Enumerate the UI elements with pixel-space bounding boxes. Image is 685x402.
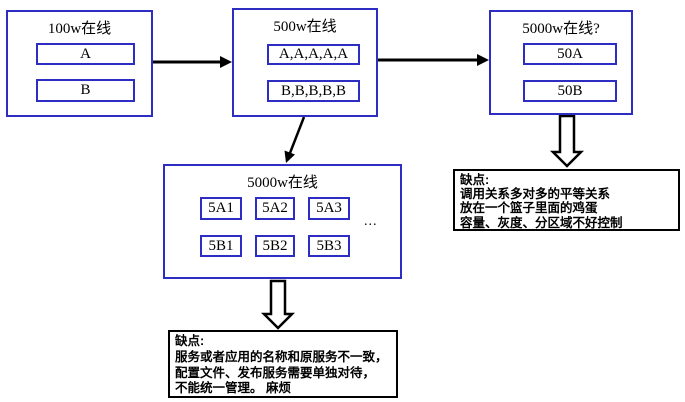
hollow-arrow-5000wq-to-note <box>549 114 585 168</box>
note-bottom-line: 配置文件、发布服务需要单独对待， <box>175 365 376 380</box>
group-box-100w: 100w在线 A B <box>6 10 153 117</box>
node-50b: 50B <box>523 80 617 102</box>
group-box-5000w: 5000w在线 5A1 5A2 5A3 5B1 5B2 5B3 ... <box>163 164 402 279</box>
arrow-500w-to-5000w-diagonal <box>284 116 306 163</box>
note-right-line: 调用关系多对多的平等关系 <box>460 187 611 202</box>
note-bottom-line: 服务或者应用的名称和原服务不一致， <box>175 349 388 364</box>
node-50a: 50A <box>523 43 617 65</box>
group-box-500w: 500w在线 A,A,A,A,A B,B,B,B,B <box>232 8 378 117</box>
group-box-500w-title: 500w在线 <box>273 19 337 35</box>
more-shards-ellipsis: ... <box>364 214 378 229</box>
note-bottom-heading: 缺点: <box>175 334 205 348</box>
note-bottom-line: 不能统一管理。 麻烦 <box>175 381 291 396</box>
node-5a3: 5A3 <box>308 197 350 220</box>
node-b-cluster: B,B,B,B,B <box>267 80 360 102</box>
group-box-5000wq: 5000w在线? 50A 50B <box>489 10 633 115</box>
node-a: A <box>36 43 135 65</box>
note-drawbacks-right: 缺点: 调用关系多对多的平等关系 放在一个篮子里面的鸡蛋 容量、灰度、分区域不好… <box>453 169 680 231</box>
node-b: B <box>36 79 135 102</box>
note-drawbacks-bottom: 缺点: 服务或者应用的名称和原服务不一致， 配置文件、发布服务需要单独对待， 不… <box>168 330 398 398</box>
node-a-cluster: A,A,A,A,A <box>267 44 360 65</box>
note-right-heading: 缺点: <box>460 173 490 187</box>
group-box-5000wq-title: 5000w在线? <box>522 21 600 37</box>
arrow-100w-to-500w <box>152 56 232 68</box>
group-box-100w-title: 100w在线 <box>47 21 112 37</box>
note-right-line: 容量、灰度、分区域不好控制 <box>460 215 623 230</box>
arrow-500w-to-5000wq <box>378 54 489 66</box>
group-box-5000w-title: 5000w在线 <box>247 175 318 191</box>
node-5b2: 5B2 <box>255 235 295 257</box>
hollow-arrow-5000w-to-note <box>260 279 296 330</box>
node-5a2: 5A2 <box>255 197 295 220</box>
node-5b3: 5B3 <box>308 235 350 257</box>
node-5b1: 5B1 <box>200 235 242 257</box>
node-5a1: 5A1 <box>200 197 242 220</box>
note-right-line: 放在一个篮子里面的鸡蛋 <box>460 201 598 216</box>
